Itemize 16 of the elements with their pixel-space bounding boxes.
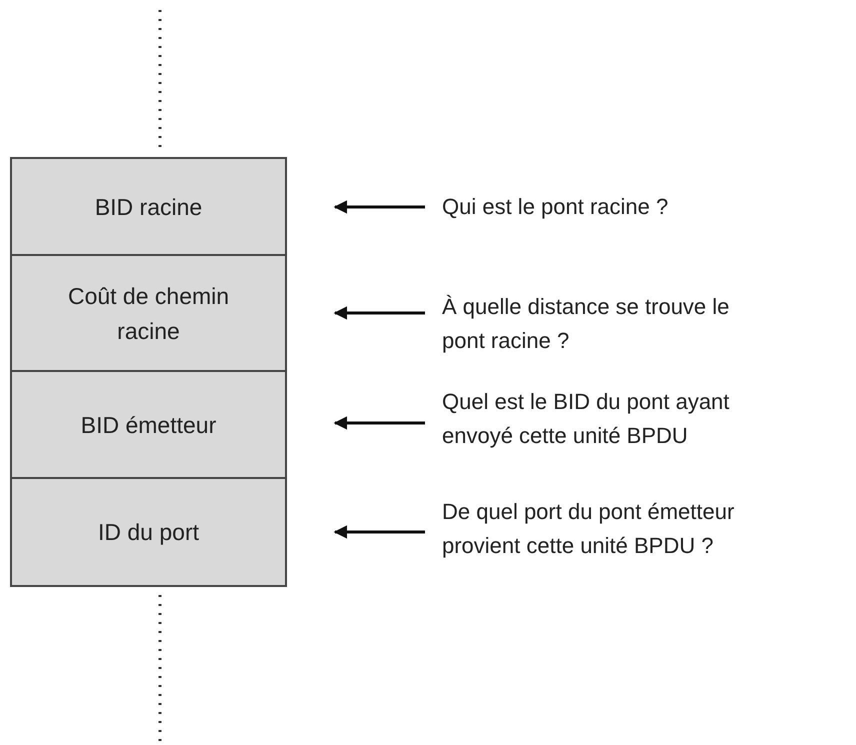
arrow — [334, 306, 425, 320]
field-label: BID racine — [94, 192, 204, 222]
field-label: ID du port — [97, 518, 200, 547]
arrow — [334, 200, 425, 214]
question-text: Qui est le pont racine ? — [442, 193, 668, 221]
question-text: Quel est le BID du pont ayant envoyé cette unité BPDU — [442, 388, 730, 450]
field-label: Coût de chemin racine — [66, 282, 230, 346]
question-text: De quel port du pont émetteur provient cette unité BPDU ? — [442, 498, 736, 560]
field-box — [10, 157, 287, 255]
field-box — [10, 477, 287, 587]
arrow — [334, 525, 425, 539]
field-box — [10, 254, 287, 371]
field-label: BID émetteur — [80, 410, 218, 440]
question-text: À quelle distance se trouve le pont racine ? — [442, 293, 730, 356]
field-box — [10, 370, 287, 478]
arrow — [334, 416, 425, 430]
